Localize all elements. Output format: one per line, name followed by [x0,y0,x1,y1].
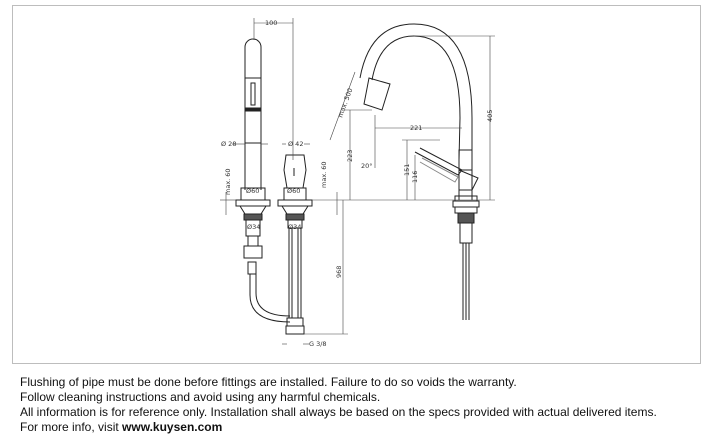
dim-max-60-right: max. 60 [320,161,328,188]
dim-angle-20: 20° [361,162,373,170]
dim-100: 100 [265,19,277,27]
dim-968: 968 [335,266,343,278]
dimension-lines [220,18,495,345]
dim-221: 221 [410,124,422,132]
note-flushing: Flushing of pipe must be done before fit… [20,375,517,389]
valve-side-view [277,154,313,335]
dim-405: 405 [486,110,494,122]
dim-g-3-8: G 3/8 [309,340,327,348]
dim-dia-34-left: Ø34 [247,223,260,231]
dim-max-60-left: max. 60 [224,168,232,195]
dim-dia-60-right: Ø60 [287,187,300,195]
dim-dia-42: Ø 42 [288,140,303,148]
spray-rod-side-view [235,38,291,323]
note-reference: All information is for reference only. I… [20,405,657,419]
note-more-info-prefix: For more info, visit [20,420,123,434]
faucet-front-view [359,23,480,320]
website-link[interactable]: www.kuysen.com [122,420,223,434]
dim-dia-60-left: Ø60 [246,187,259,195]
dim-dia-28: Ø 28 [221,140,236,148]
faucet-technical-drawing: 100 Ø 28 Ø 42 max. 60 max. 60 Ø60 Ø60 Ø3… [220,18,495,348]
dim-151: 151 [403,164,411,176]
note-cleaning: Follow cleaning instructions and avoid u… [20,390,381,404]
note-more-info: For more info, visit www.kuysen.com [20,420,657,435]
dim-116: 116 [411,171,419,183]
diagram-frame [12,5,701,364]
dim-223: 223 [346,150,354,162]
dim-dia-34-right: Ø34 [288,223,301,231]
installation-notes: Flushing of pipe must be done before fit… [20,375,657,435]
dim-max-500: max. 500 [336,87,354,119]
dimension-labels: 100 Ø 28 Ø 42 max. 60 max. 60 Ø60 Ø60 Ø3… [221,19,494,348]
